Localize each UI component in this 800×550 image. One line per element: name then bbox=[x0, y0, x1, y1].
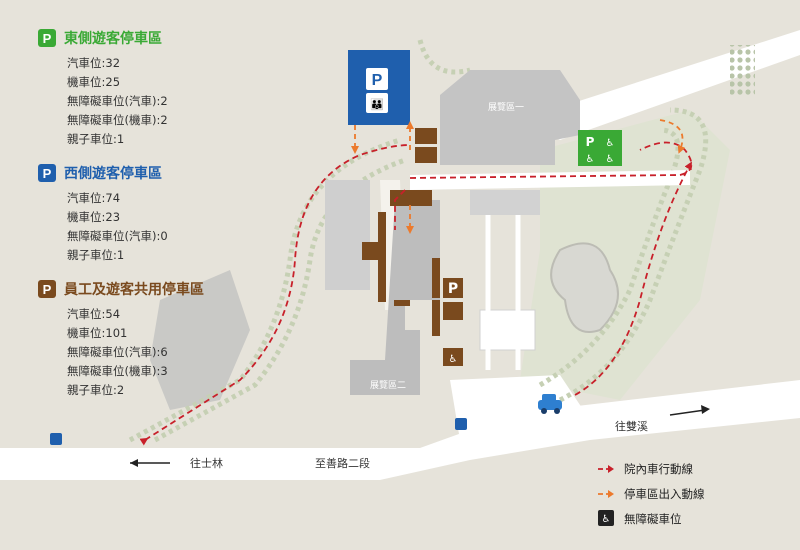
entrance-plaza bbox=[450, 375, 590, 440]
svg-text:P: P bbox=[586, 135, 595, 149]
shared-lot-strip bbox=[432, 258, 440, 298]
shared-lot-strip bbox=[394, 300, 410, 306]
lot-shared: P 員工及遊客共用停車區 汽車位:54 機車位:101 無障礙車位(汽車):6 … bbox=[38, 279, 268, 400]
legend-accessible-label: 無障礙車位 bbox=[624, 512, 682, 526]
building-1 bbox=[440, 70, 580, 165]
park-area bbox=[150, 270, 250, 410]
tree-patch bbox=[730, 45, 755, 95]
lot-stat: 親子車位:1 bbox=[67, 132, 125, 146]
svg-text:👪: 👪 bbox=[370, 98, 384, 111]
legend-internal: 院內車行動線 bbox=[598, 461, 693, 477]
lot-stat: 無障礙車位(汽車):2 bbox=[67, 94, 168, 108]
lot-west: P 西側遊客停車區 汽車位:74 機車位:23 無障礙車位(汽車):0 親子車位… bbox=[38, 163, 268, 265]
shared-lot-sign bbox=[415, 128, 437, 144]
legend-accessible: 無障礙車位 bbox=[598, 511, 682, 527]
parking-legend: P 東側遊客停車區 汽車位:32 機車位:25 無障礙車位(汽車):2 無障礙車… bbox=[38, 28, 268, 414]
entry-route bbox=[659, 119, 686, 154]
shared-lot-sign bbox=[443, 348, 463, 366]
internal-route bbox=[574, 161, 692, 396]
svg-text:♿: ♿ bbox=[449, 354, 458, 365]
lot-stat: 機車位:101 bbox=[67, 326, 128, 340]
svg-text:♿: ♿ bbox=[606, 138, 615, 149]
parking-icon: P bbox=[38, 164, 56, 182]
building-2-label: 展覽區二 bbox=[370, 381, 407, 391]
lot-stat: 無障礙車位(汽車):0 bbox=[67, 229, 168, 243]
dir-east-label: 往雙溪 bbox=[615, 420, 648, 433]
lot-stat: 無障礙車位(機車):2 bbox=[67, 113, 168, 127]
lot-title: 西側遊客停車區 bbox=[64, 166, 162, 182]
tree-line bbox=[417, 39, 471, 75]
shared-lot-sign bbox=[390, 190, 432, 206]
shared-lot-strip bbox=[432, 300, 440, 336]
shared-lot-sign bbox=[443, 302, 463, 320]
legend-internal-label: 院內車行動線 bbox=[624, 462, 693, 476]
bus-stop-icon bbox=[50, 433, 62, 445]
shared-lot-p-sign bbox=[443, 278, 463, 298]
building-annex bbox=[470, 190, 540, 215]
svg-text:♿: ♿ bbox=[586, 154, 595, 165]
tree-line bbox=[558, 107, 709, 403]
building-2 bbox=[350, 200, 440, 395]
svg-text:P: P bbox=[372, 72, 383, 89]
lot-stat: 汽車位:54 bbox=[67, 307, 121, 321]
walkway bbox=[485, 215, 521, 370]
car-icon bbox=[538, 394, 562, 414]
east-lot bbox=[578, 130, 622, 166]
building-1-label: 展覽區一 bbox=[488, 103, 525, 113]
svg-text:P: P bbox=[448, 281, 458, 297]
shared-lot-sign bbox=[415, 147, 437, 163]
dir-west-label: 往士林 bbox=[190, 457, 223, 470]
lot-stat: 無障礙車位(機車):3 bbox=[67, 364, 168, 378]
family-icon bbox=[366, 93, 388, 113]
lot-stat: 無障礙車位(汽車):6 bbox=[67, 345, 168, 359]
lot-stat: 親子車位:2 bbox=[67, 383, 125, 397]
building-west bbox=[325, 180, 370, 290]
lot-stat: 親子車位:1 bbox=[67, 248, 125, 262]
internal-route bbox=[394, 189, 406, 230]
road-name-label: 至善路二段 bbox=[315, 457, 370, 470]
lot-title: 東側遊客停車區 bbox=[64, 31, 162, 47]
shared-lot-sign bbox=[362, 242, 380, 260]
east-arrow bbox=[669, 409, 706, 416]
shared-lot-strip bbox=[378, 212, 386, 302]
main-road bbox=[0, 380, 800, 480]
svg-text:♿: ♿ bbox=[602, 514, 611, 525]
svg-text:♿: ♿ bbox=[606, 154, 615, 165]
lot-stat: 機車位:25 bbox=[67, 75, 121, 89]
lot-stat: 汽車位:74 bbox=[67, 191, 121, 205]
tree-line bbox=[128, 137, 401, 443]
legend-entry: 停車區出入動線 bbox=[598, 486, 705, 502]
bus-stop-icon bbox=[455, 418, 467, 430]
lot-stat: 機車位:23 bbox=[67, 210, 121, 224]
lot-east: P 東側遊客停車區 汽車位:32 機車位:25 無障礙車位(汽車):2 無障礙車… bbox=[38, 28, 268, 149]
parking-icon: P bbox=[38, 29, 56, 47]
parking-icon: P bbox=[38, 280, 56, 298]
internal-route bbox=[139, 144, 411, 446]
lot-title: 員工及遊客共用停車區 bbox=[64, 282, 204, 298]
lot-stat: 汽車位:32 bbox=[67, 56, 121, 70]
legend-accessible-swatch bbox=[598, 510, 614, 526]
legend-entry-label: 停車區出入動線 bbox=[624, 487, 705, 501]
pond bbox=[550, 242, 619, 333]
west-lot-p-sign bbox=[366, 68, 388, 90]
